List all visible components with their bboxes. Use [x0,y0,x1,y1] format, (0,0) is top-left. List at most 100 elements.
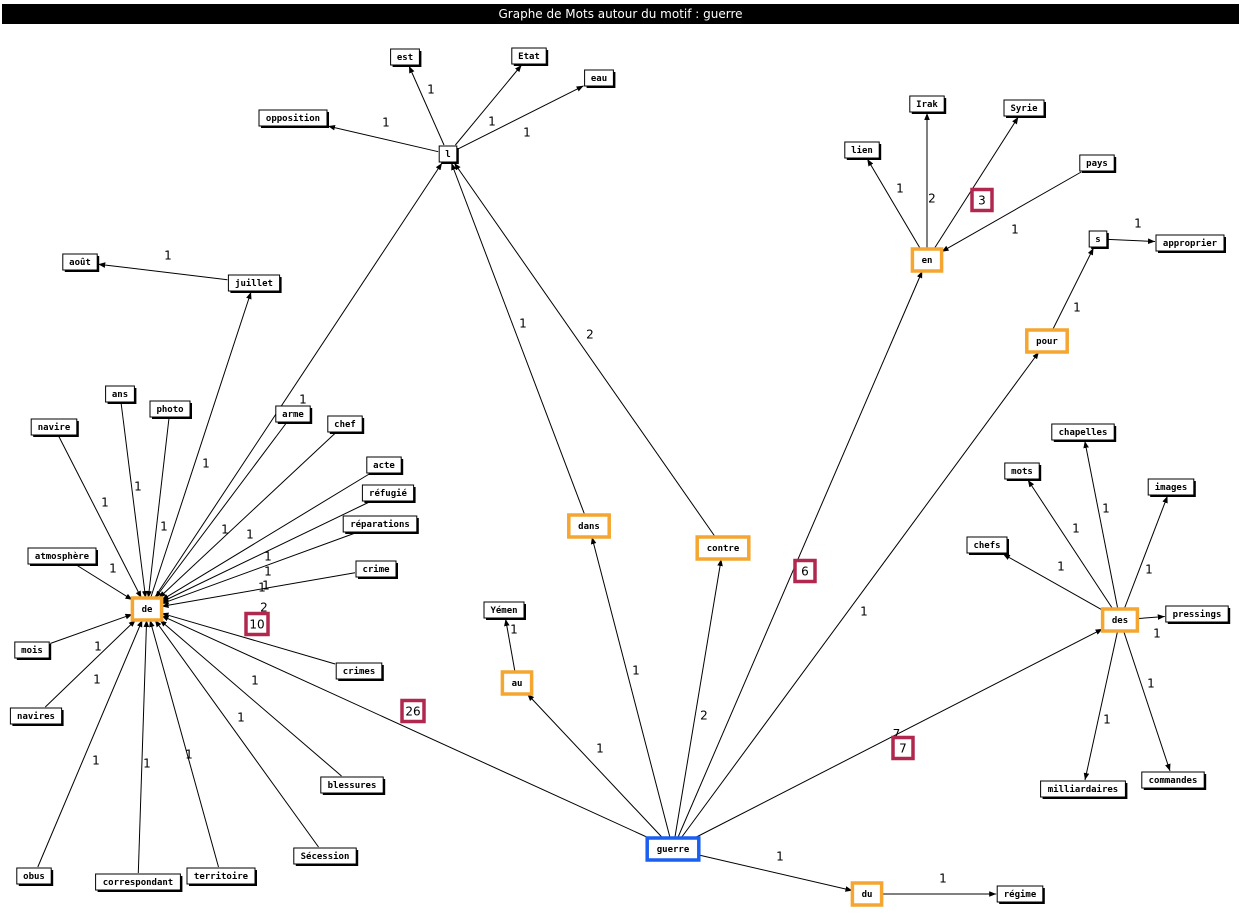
node-box [14,641,50,659]
node-obus[interactable]: obus [16,867,54,886]
edge-l-to-opposition [327,124,439,153]
edge-ans-to-de [120,402,148,599]
node-box [335,662,383,680]
node-acte[interactable]: acte [366,456,404,475]
node-arme[interactable]: arme [275,405,313,424]
node-label: août [69,258,91,268]
node-chef[interactable]: chef [327,415,365,434]
node-juillet[interactable]: juillet [227,274,282,293]
edge-navires-to-de [44,619,136,708]
edge-weight-label: 1 [427,83,435,97]
node-photo[interactable]: photo [149,400,192,419]
node-box [1155,234,1225,252]
node-label: chefs [973,541,1000,551]
node-correspondant[interactable]: correspondant [95,873,183,892]
node-mois[interactable]: mois [14,641,52,660]
edge-juillet-to-aout [98,262,228,281]
node-l[interactable]: l [438,145,459,164]
edge-weight-label: 1 [776,850,784,864]
node-lien[interactable]: lien [844,141,882,160]
node-label: Syrie [1010,103,1038,114]
node-label: blessures [328,781,377,791]
node-label: arme [282,410,304,420]
node-crimes[interactable]: crimes [335,662,384,681]
node-etat[interactable]: Etat [511,47,549,66]
node-eau[interactable]: eau [584,69,616,88]
node-box [27,547,97,565]
edge-crimes-to-de [161,612,336,665]
node-pour[interactable]: pour [1025,328,1069,354]
node-label: commandes [1149,776,1198,786]
node-box [1141,771,1205,789]
node-box [342,515,418,533]
node-pays[interactable]: pays [1079,154,1117,173]
edge-weight-label: 1 [109,562,117,576]
node-en[interactable]: en [910,247,944,273]
node-chapelles[interactable]: chapelles [1051,423,1117,442]
node-box [966,536,1008,554]
node-box [227,274,281,292]
edge-weight-label: 1 [523,126,531,140]
node-de[interactable]: de [130,596,164,622]
count-badge-en-count: 6 [793,558,817,584]
edge-navire-to-de [58,435,142,599]
edge-territoire-to-de [149,619,219,868]
node-label: pays [1086,159,1108,169]
edge-weight-label: 1 [264,550,272,564]
edge-des-to-pressings [1137,614,1165,620]
node-pressings[interactable]: pressings [1165,605,1231,624]
node-contre[interactable]: contre [695,535,751,561]
node-box [567,513,611,539]
edge-weight-label: 1 [939,872,947,886]
node-box [1147,478,1195,496]
node-box [438,145,458,163]
node-box [1165,605,1229,623]
edge-acte-to-de [161,473,370,601]
count-badge-box [970,187,994,213]
node-commandes[interactable]: commandes [1141,771,1207,790]
node-s[interactable]: s [1088,230,1109,249]
node-du[interactable]: du [850,881,884,907]
node-milliardaires[interactable]: milliardaires [1040,780,1128,799]
node-box [500,670,534,696]
node-regime[interactable]: régime [996,885,1045,904]
node-images[interactable]: images [1147,478,1196,497]
node-est[interactable]: est [390,48,422,67]
node-opposition[interactable]: opposition [258,109,329,128]
node-guerre[interactable]: guerre [645,836,701,862]
node-atmosphere[interactable]: atmosphère [27,547,98,566]
node-des[interactable]: des [1100,607,1140,633]
edge-contre-to-l [453,162,716,538]
node-label: Sécession [301,851,350,862]
node-aout[interactable]: août [62,253,100,272]
edge-blessures-to-de [159,619,342,777]
node-irak[interactable]: Irak [909,95,947,114]
node-reparations[interactable]: réparations [342,515,419,534]
node-ans[interactable]: ans [105,385,137,404]
node-refugie[interactable]: réfugié [361,484,416,503]
node-secession[interactable]: Sécession [293,847,359,866]
node-approprier[interactable]: approprier [1155,234,1226,253]
node-dans[interactable]: dans [567,513,611,539]
node-label: photo [156,405,183,415]
node-au[interactable]: au [500,670,534,696]
edge-de-to-juillet [150,291,252,599]
node-yemen[interactable]: Yémen [483,601,526,620]
node-label: crimes [343,666,376,677]
node-navires[interactable]: navires [9,707,64,726]
edge-weight-label: 1 [221,523,229,537]
node-mots[interactable]: mots [1004,462,1042,481]
node-crime[interactable]: crime [355,560,398,579]
node-label: ans [112,390,128,400]
node-box [645,836,701,862]
node-chefs[interactable]: chefs [966,536,1009,555]
node-blessures[interactable]: blessures [320,776,386,795]
node-label: mois [21,645,43,656]
node-label: images [1155,482,1188,493]
edge-pays-to-en [941,171,1082,253]
node-territoire[interactable]: territoire [186,867,257,886]
node-syrie[interactable]: Syrie [1003,99,1046,118]
node-box [844,141,880,159]
edge-weight-label: 1 [1153,627,1161,641]
node-navire[interactable]: navire [30,418,79,437]
